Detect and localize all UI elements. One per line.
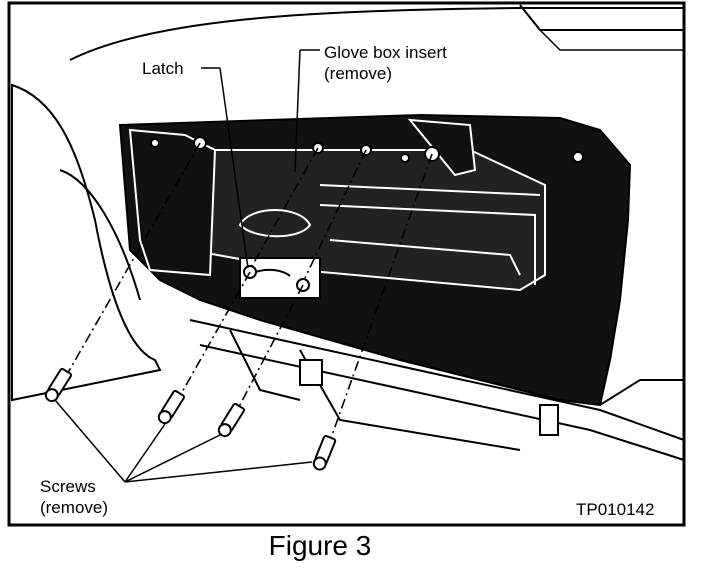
insert-label-line1: Glove box insert <box>324 43 447 62</box>
left-bracket <box>128 128 217 277</box>
leader-lines <box>54 49 320 483</box>
dash-top-trim <box>69 7 684 61</box>
latch-label: Latch <box>142 59 184 78</box>
insert-label-line2: (remove) <box>324 64 393 83</box>
lower-dash-trim <box>189 319 685 441</box>
right-bracket <box>407 118 477 177</box>
screw-axis-lines <box>57 142 433 456</box>
figure-code: TP010142 <box>576 500 655 519</box>
screws-label-line2: (remove) <box>40 498 109 517</box>
dash-left-panel <box>11 83 162 402</box>
latch-mechanism <box>239 257 321 299</box>
figure-caption: Figure 3 <box>268 530 372 561</box>
screws-label-line1: Screws <box>40 477 96 496</box>
screws <box>44 367 337 471</box>
screw-holes <box>150 136 584 292</box>
